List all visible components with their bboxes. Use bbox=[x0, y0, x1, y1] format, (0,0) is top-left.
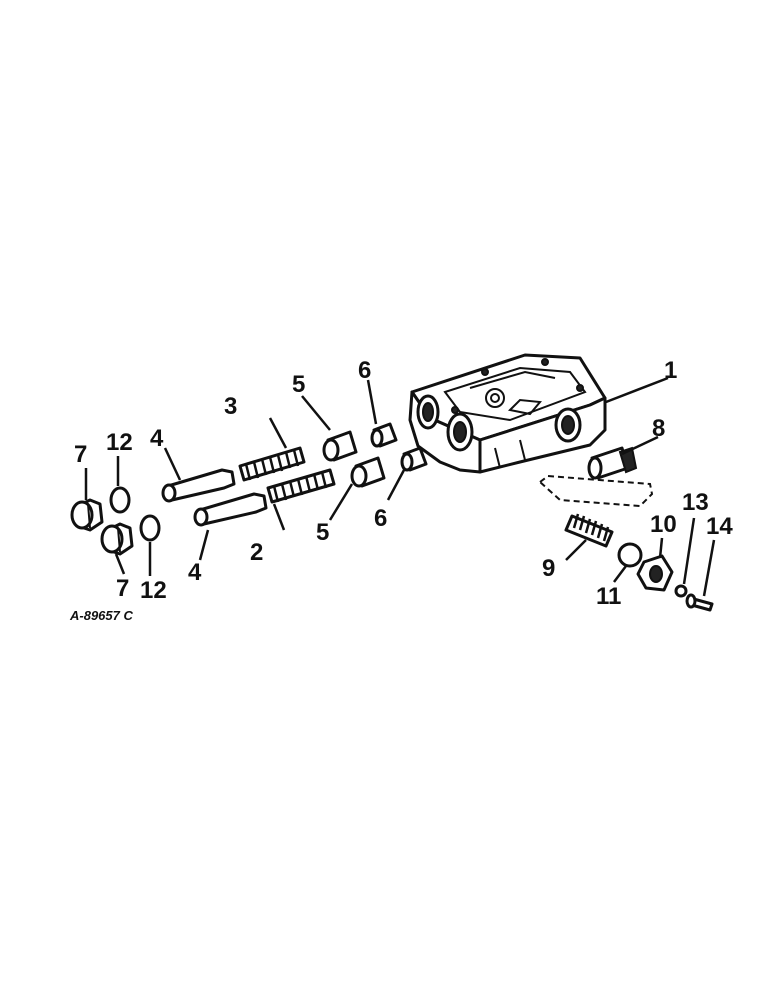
o-ring-lower-part bbox=[139, 514, 161, 542]
valve-body-part bbox=[408, 353, 607, 474]
leader-lines bbox=[84, 376, 716, 597]
callout-12-lower: 12 bbox=[140, 577, 167, 604]
bolt-part bbox=[685, 593, 714, 612]
plug-upper-part bbox=[70, 498, 104, 532]
callout-7-upper: 7 bbox=[74, 441, 87, 468]
sleeve-upper-part bbox=[322, 430, 358, 462]
plug-lower-part bbox=[100, 522, 134, 556]
callout-4-lower: 4 bbox=[188, 559, 202, 586]
callout-10: 10 bbox=[650, 511, 677, 538]
spring-lower-part bbox=[266, 468, 336, 504]
callout-5-upper: 5 bbox=[292, 371, 305, 398]
callout-2: 2 bbox=[250, 539, 263, 566]
callout-12-upper: 12 bbox=[106, 429, 133, 456]
callout-14: 14 bbox=[706, 513, 733, 540]
callout-6-lower: 6 bbox=[374, 505, 387, 532]
callout-11: 11 bbox=[596, 583, 621, 610]
callout-6-upper: 6 bbox=[358, 357, 371, 384]
callout-5-lower: 5 bbox=[316, 519, 329, 546]
callout-13: 13 bbox=[682, 489, 709, 516]
callout-4-upper: 4 bbox=[150, 425, 164, 452]
plunger-part bbox=[587, 446, 638, 480]
small-plug-upper-part bbox=[370, 422, 398, 448]
adjusting-screw-part bbox=[564, 513, 614, 548]
small-plug-lower-part bbox=[400, 446, 428, 472]
callout-3: 3 bbox=[224, 393, 237, 420]
callout-9: 9 bbox=[542, 555, 555, 582]
sleeve-lower-part bbox=[350, 456, 386, 488]
o-ring-upper-part bbox=[109, 486, 131, 514]
assembly-dashed-outline bbox=[538, 474, 654, 508]
callout-8: 8 bbox=[652, 415, 665, 442]
cap-part bbox=[636, 554, 674, 592]
spool-upper-part bbox=[161, 468, 236, 503]
spring-upper-part bbox=[238, 446, 306, 482]
o-ring-part bbox=[617, 542, 643, 568]
figure-id: A-89657 C bbox=[69, 608, 133, 623]
spool-lower-part bbox=[193, 492, 268, 527]
callout-1: 1 bbox=[664, 357, 677, 384]
washer-part bbox=[674, 584, 688, 598]
callout-7-lower: 7 bbox=[116, 575, 129, 602]
